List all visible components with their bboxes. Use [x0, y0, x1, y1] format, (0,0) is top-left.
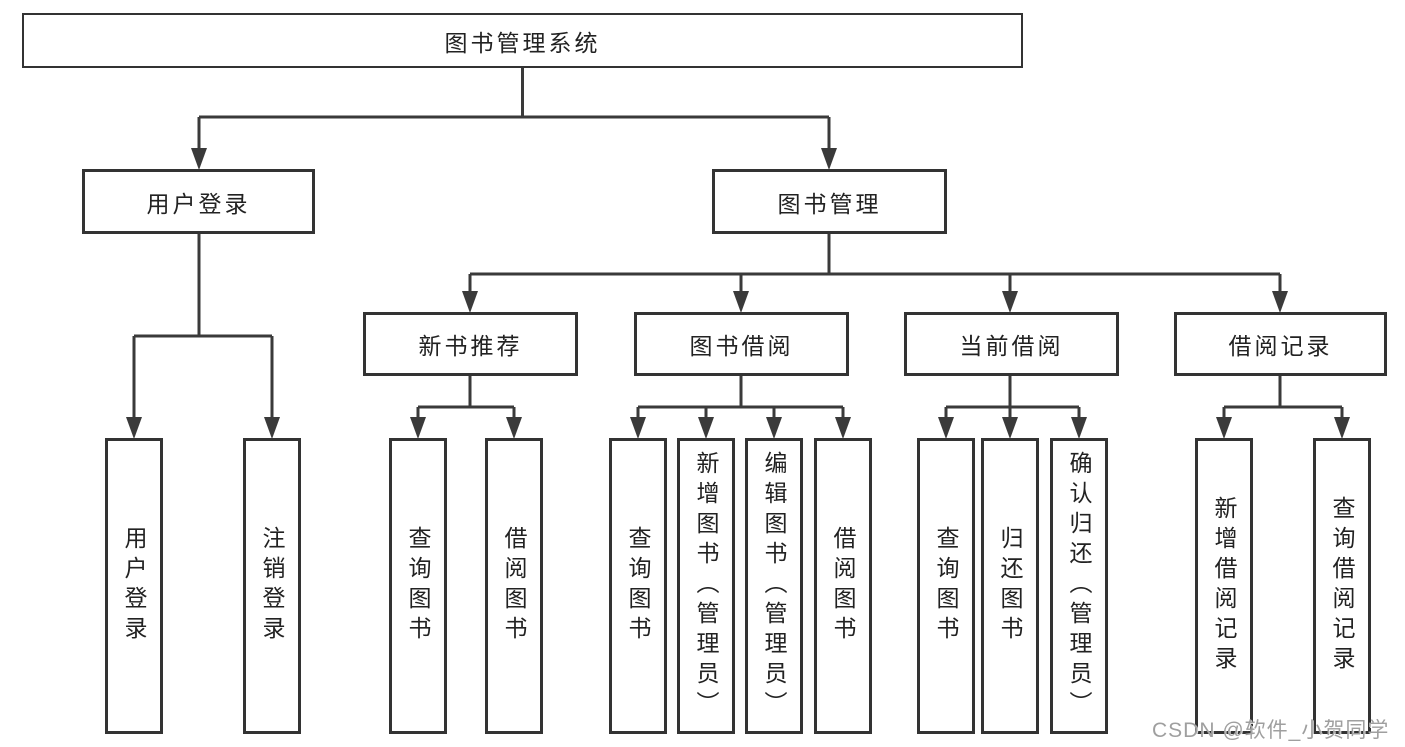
connector-recommendation-branch [410, 374, 522, 439]
connector-user-login-branch [126, 232, 280, 439]
connector-records-branch [1216, 374, 1350, 439]
node-leaf-recommend-query-books: 查询图书 [389, 438, 447, 734]
connector-current-branch [938, 374, 1087, 439]
connector-root-branch [191, 66, 837, 170]
node-leaf-current-query-books-label: 查询图书 [933, 526, 959, 646]
node-leaf-recommend-borrow-books: 借阅图书 [485, 438, 543, 734]
node-book-borrowing-label: 图书借阅 [689, 333, 794, 359]
node-borrowing-records-label: 借阅记录 [1228, 333, 1333, 359]
node-leaf-logout-label: 注销登录 [259, 526, 285, 646]
node-leaf-return-books: 归还图书 [981, 438, 1039, 734]
node-leaf-borrowing-query-books: 查询图书 [609, 438, 667, 734]
node-borrowing-records: 借阅记录 [1174, 312, 1387, 376]
node-leaf-user-login: 用户登录 [105, 438, 163, 734]
node-leaf-logout: 注销登录 [243, 438, 301, 734]
node-leaf-borrow-books: 借阅图书 [814, 438, 872, 734]
node-leaf-add-books-admin-label: 新增图书（管理员） [693, 451, 719, 721]
node-leaf-borrowing-query-books-label: 查询图书 [625, 526, 651, 646]
node-leaf-query-borrow-record-label: 查询借阅记录 [1329, 496, 1355, 676]
csdn-watermark: CSDN @软件_小贺同学 [1152, 719, 1390, 742]
node-leaf-edit-books-admin: 编辑图书（管理员） [745, 438, 803, 734]
node-new-book-recommendation-label: 新书推荐 [418, 333, 523, 359]
node-library-system-label: 图书管理系统 [444, 29, 601, 56]
node-book-borrowing: 图书借阅 [634, 312, 849, 376]
node-leaf-recommend-borrow-books-label: 借阅图书 [501, 526, 527, 646]
node-leaf-add-books-admin: 新增图书（管理员） [677, 438, 735, 734]
node-book-management-label: 图书管理 [777, 190, 882, 217]
node-user-login: 用户登录 [82, 169, 315, 234]
node-leaf-add-borrow-record: 新增借阅记录 [1195, 438, 1253, 734]
node-current-borrowing: 当前借阅 [904, 312, 1119, 376]
node-leaf-recommend-query-books-label: 查询图书 [405, 526, 431, 646]
node-library-system: 图书管理系统 [22, 13, 1023, 68]
node-leaf-confirm-return-admin: 确认归还（管理员） [1050, 438, 1108, 734]
node-leaf-current-query-books: 查询图书 [917, 438, 975, 734]
node-leaf-borrow-books-label: 借阅图书 [830, 526, 856, 646]
node-leaf-edit-books-admin-label: 编辑图书（管理员） [761, 451, 787, 721]
node-leaf-query-borrow-record: 查询借阅记录 [1313, 438, 1371, 734]
node-leaf-add-borrow-record-label: 新增借阅记录 [1211, 496, 1237, 676]
node-new-book-recommendation: 新书推荐 [363, 312, 578, 376]
node-user-login-label: 用户登录 [146, 190, 251, 217]
node-book-management: 图书管理 [712, 169, 947, 234]
node-leaf-user-login-label: 用户登录 [121, 526, 147, 646]
connector-book-management-branch [462, 232, 1288, 313]
node-current-borrowing-label: 当前借阅 [959, 333, 1064, 359]
connector-borrowing-branch [630, 374, 851, 439]
node-leaf-confirm-return-admin-label: 确认归还（管理员） [1066, 451, 1092, 721]
node-leaf-return-books-label: 归还图书 [997, 526, 1023, 646]
